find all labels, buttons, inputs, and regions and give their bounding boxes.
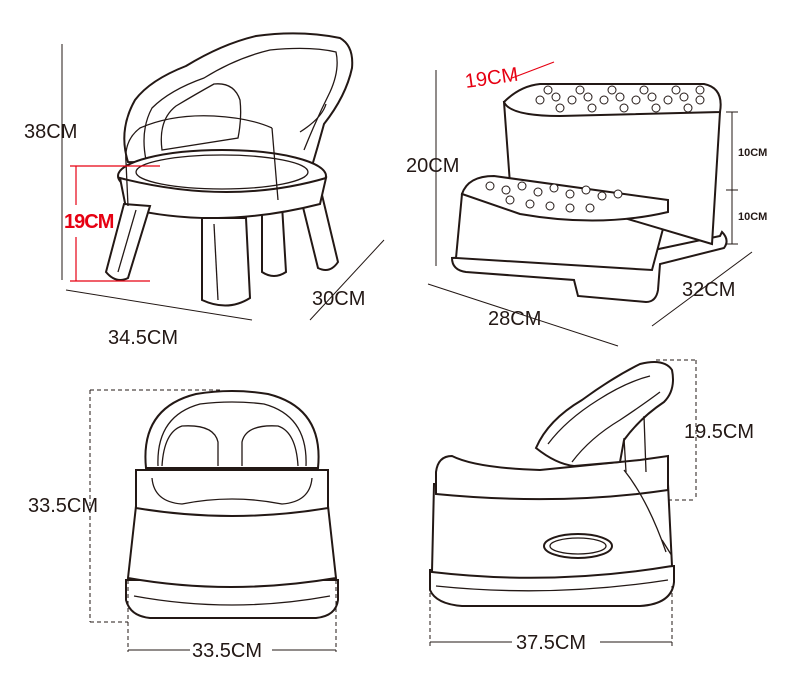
- stool-lower-riser-label: 10CM: [738, 211, 767, 223]
- potty-front-width-label: 33.5CM: [192, 640, 262, 662]
- stool-upper-riser-label: 10CM: [738, 147, 767, 159]
- stool-depth-label: 32CM: [682, 279, 735, 301]
- kids-chair-illustration: [104, 32, 354, 307]
- chair-width-label: 34.5CM: [108, 327, 178, 349]
- chair-seat-height-label: 19CM: [64, 211, 114, 233]
- lower-tread-dots: [485, 181, 623, 213]
- stool-height-label: 20CM: [406, 155, 459, 177]
- chair-height-label: 38CM: [24, 121, 77, 143]
- upper-tread-dots: [535, 85, 705, 113]
- step-stool-illustration: [450, 83, 728, 304]
- potty-handle-height-label: 19.5CM: [684, 421, 754, 443]
- potty-front-dimensions: 33.5CM 33.5CM: [28, 389, 337, 662]
- chair-dimensions: 38CM 19CM 34.5CM 30CM: [24, 44, 385, 349]
- potty-front-height-label: 33.5CM: [28, 495, 98, 517]
- potty-length-label: 37.5CM: [516, 632, 586, 654]
- chair-depth-label: 30CM: [312, 288, 365, 310]
- stool-top-step-label: 19CM: [464, 64, 520, 93]
- stool-width-label: 28CM: [488, 308, 541, 330]
- potty-side-illustration: [429, 361, 675, 607]
- potty-side-dimensions: 19.5CM 37.5CM: [429, 359, 754, 654]
- potty-front-illustration: [125, 390, 339, 619]
